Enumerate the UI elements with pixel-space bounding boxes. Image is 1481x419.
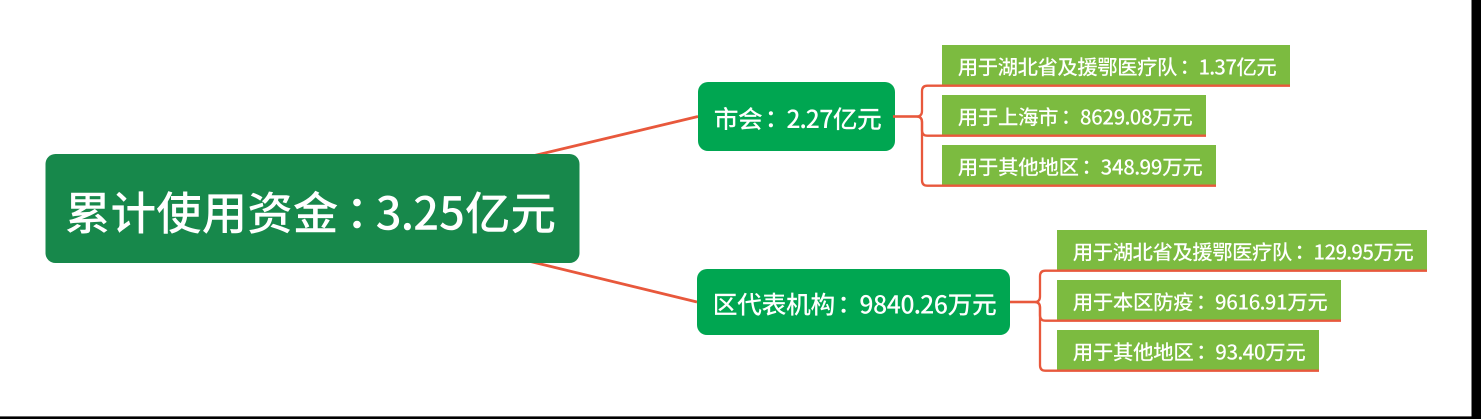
branch-bottom-node-box[interactable] bbox=[697, 269, 1010, 335]
leaf-bottom-3-label-glyphs bbox=[1073, 342, 1305, 362]
leaf-top-2-label-glyphs bbox=[958, 107, 1192, 127]
leaf-top-3-label-glyphs bbox=[958, 157, 1202, 177]
connector-branch-top-to-leaf-3 bbox=[893, 115, 1216, 187]
branch-top-label-glyphs bbox=[714, 106, 881, 131]
right-edge-bar bbox=[1471, 0, 1481, 419]
leaf-top-1-label-glyphs bbox=[958, 57, 1276, 77]
leaf-bottom-1-node-box[interactable] bbox=[1057, 230, 1427, 270]
branch-bottom-label-glyphs bbox=[715, 292, 996, 316]
branch-connectors bbox=[893, 84, 1427, 372]
leaf-bottom-1-label-glyphs bbox=[1073, 242, 1413, 262]
bottom-edge-bar bbox=[0, 416, 1481, 419]
leaf-bottom-2-label-glyphs bbox=[1073, 292, 1327, 312]
connector-branch-bottom-to-leaf-3 bbox=[1010, 300, 1319, 372]
root-label-glyphs bbox=[66, 190, 555, 234]
